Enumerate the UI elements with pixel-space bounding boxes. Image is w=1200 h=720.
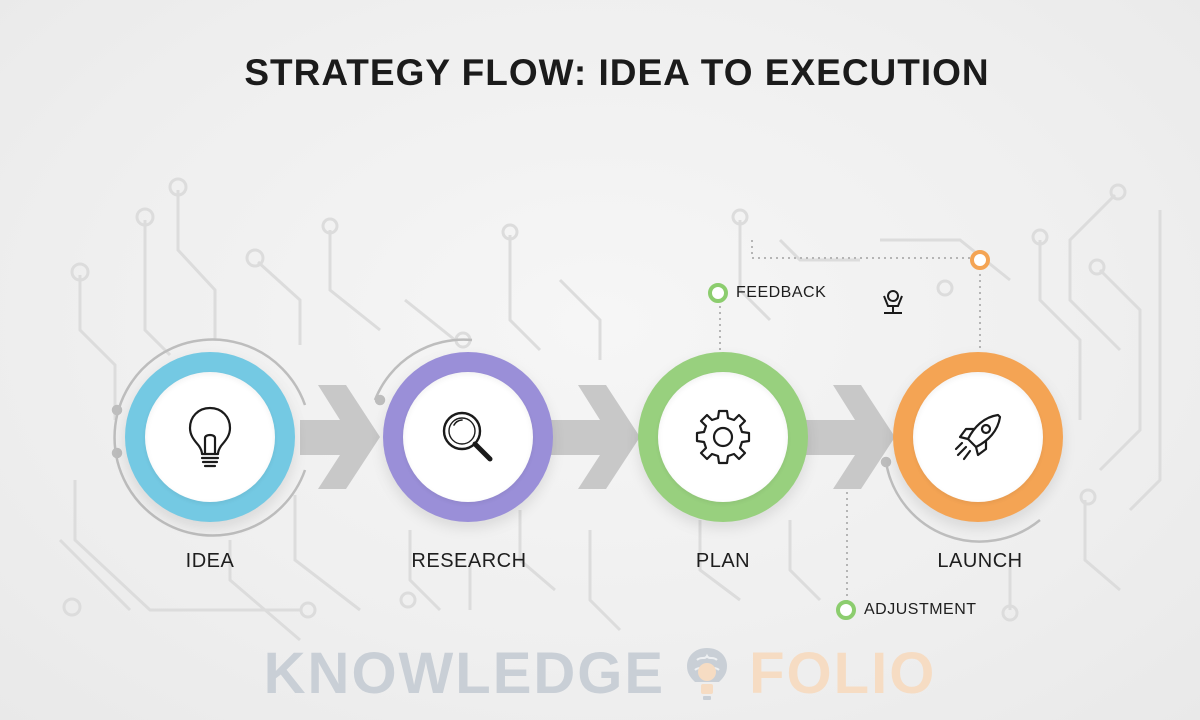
- page-title: STRATEGY FLOW: IDEA TO EXECUTION: [244, 52, 990, 93]
- magnifier-icon: [442, 411, 493, 462]
- arrow-idea-to-research: [300, 385, 380, 489]
- watermark-left: KNOWLEDGE: [263, 641, 666, 706]
- adjustment-label: ADJUSTMENT: [864, 601, 977, 618]
- circuit-lines: [58, 177, 1162, 642]
- research-orbit: [373, 338, 473, 401]
- step-idea-label: IDEA: [185, 550, 235, 572]
- watermark-right: FOLIO: [749, 641, 937, 706]
- lightbulb-icon: [188, 406, 232, 468]
- orbit-arcs: [111, 338, 1041, 543]
- step-idea: [125, 352, 295, 522]
- adjustment-dot-icon: [836, 600, 856, 620]
- step-launch-label: LAUNCH: [937, 550, 1023, 572]
- step-launch: [893, 352, 1063, 522]
- flow-arrows: [300, 385, 895, 489]
- arrow-plan-to-launch: [805, 385, 895, 489]
- gear-icon: [695, 409, 751, 465]
- watermark: KNOWLEDGE FOLIO: [0, 640, 1200, 707]
- arrow-research-to-plan: [550, 385, 640, 489]
- step-research: [383, 352, 553, 522]
- brain-bulb-logo: [687, 647, 728, 700]
- step-plan-label: PLAN: [695, 550, 751, 572]
- idea-orbit: [113, 338, 307, 537]
- feedback-tag: FEEDBACK: [708, 283, 826, 303]
- step-idea-inner: [145, 372, 275, 502]
- step-research-label: RESEARCH: [411, 550, 527, 572]
- rocket-icon: [954, 413, 1002, 461]
- step-plan-inner: [658, 372, 788, 502]
- step-launch-inner: [913, 372, 1043, 502]
- adjustment-tag: ADJUSTMENT: [836, 600, 977, 620]
- step-research-inner: [403, 372, 533, 502]
- trophy-icon: [883, 290, 903, 314]
- launch-orbit: [884, 461, 1041, 543]
- feedback-dot-icon: [708, 283, 728, 303]
- orange-marker: [970, 250, 990, 270]
- dotted-connectors: [719, 240, 981, 602]
- feedback-label: FEEDBACK: [736, 284, 827, 301]
- step-plan: [638, 352, 808, 522]
